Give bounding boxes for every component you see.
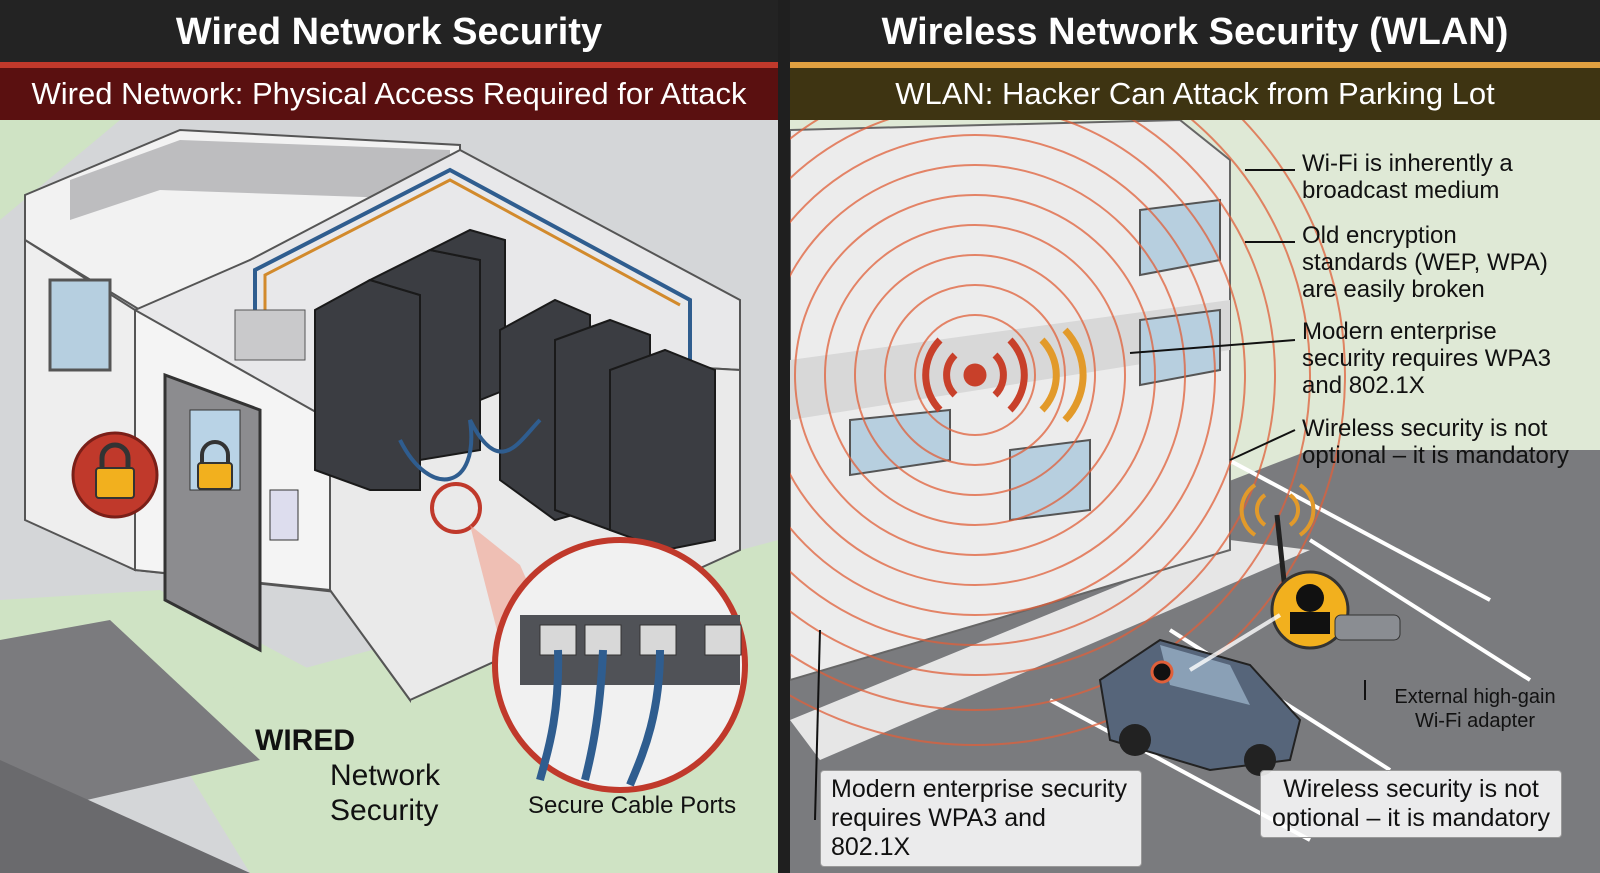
wired-label-network: Network bbox=[330, 759, 441, 792]
wired-accent-bar bbox=[0, 62, 778, 68]
signal-rings bbox=[790, 120, 1346, 746]
box-mandatory: Wireless security is not optional – it i… bbox=[1260, 770, 1562, 838]
car-icon bbox=[1098, 638, 1302, 776]
wifi-router-icon bbox=[922, 327, 1087, 423]
wired-label-bold: WIRED bbox=[255, 724, 355, 757]
callout-wpa3: Modern enterprise security requires WPA3… bbox=[1302, 318, 1551, 399]
wlan-accent-bar bbox=[790, 62, 1600, 68]
badge-reader-icon bbox=[269, 489, 299, 541]
wired-label-security: Security bbox=[330, 794, 439, 827]
wired-illustration bbox=[0, 120, 778, 873]
callout-old-encryption: Old encryption standards (WEP, WPA) are … bbox=[1302, 222, 1548, 303]
callout-mandatory: Wireless security is not optional – it i… bbox=[1302, 415, 1569, 469]
wired-panel: Wired Network Security Wired Network: Ph… bbox=[0, 0, 778, 873]
box-wpa3: Modern enterprise security requires WPA3… bbox=[820, 770, 1142, 867]
wlan-illustration bbox=[790, 120, 1600, 873]
wired-subtitle: Wired Network: Physical Access Required … bbox=[0, 68, 778, 120]
wlan-subtitle: WLAN: Hacker Can Attack from Parking Lot bbox=[790, 68, 1600, 120]
ports-label: Secure Cable Ports bbox=[528, 792, 737, 819]
wlan-title: Wireless Network Security (WLAN) bbox=[790, 0, 1600, 62]
usb-adapter-icon bbox=[1334, 614, 1401, 641]
server-rack-icon bbox=[314, 228, 716, 552]
callout-broadcast: Wi-Fi is inherently a broadcast medium bbox=[1302, 150, 1513, 204]
wired-title: Wired Network Security bbox=[0, 0, 778, 62]
adapter-label: External high-gain Wi-Fi adapter bbox=[1394, 686, 1556, 732]
wlan-panel: Wireless Network Security (WLAN) WLAN: H… bbox=[790, 0, 1600, 873]
antenna-icon bbox=[1239, 483, 1316, 591]
